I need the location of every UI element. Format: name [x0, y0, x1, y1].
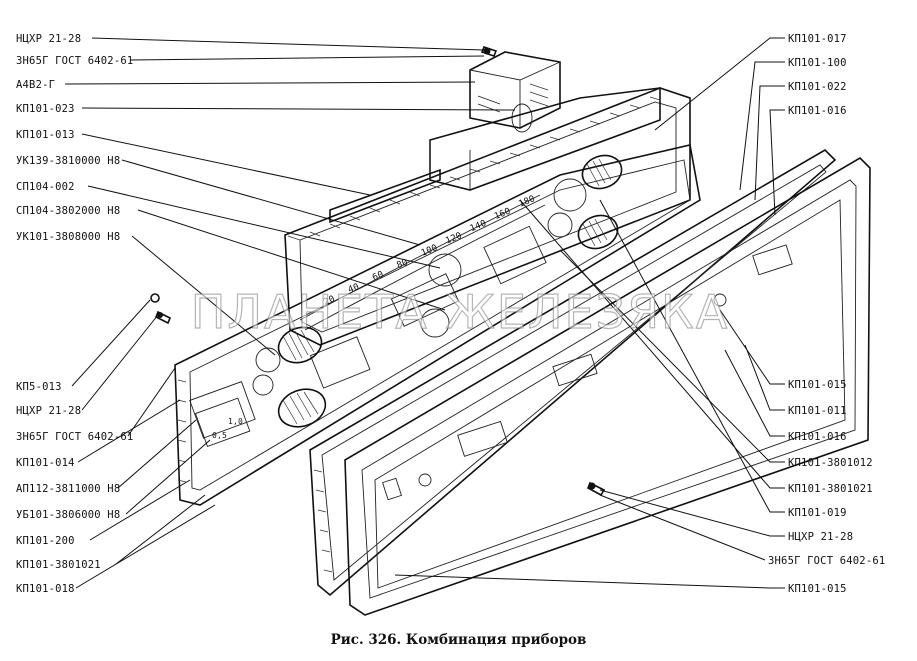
scale-number: 120 — [444, 231, 463, 247]
watermark-text: ПЛАНЕТА ЖЕЛЕЗЯКА — [190, 284, 730, 339]
part-label: СП104-002 — [16, 181, 75, 193]
part-label: КП101-017 — [788, 33, 847, 45]
scale-number: 20 — [322, 294, 336, 307]
part-label: КП101-3801021 — [788, 483, 873, 495]
knob — [277, 326, 323, 364]
part-label: ЗН65Г ГОСТ 6402-61 — [16, 55, 133, 67]
part-label: А4В2-Г — [16, 79, 55, 91]
part-label: УК101-3808000 Н8 — [16, 231, 120, 243]
part-label: КП101-3801012 — [788, 457, 873, 469]
part-label: КП101-022 — [788, 81, 847, 93]
middle-gasket — [309, 148, 837, 597]
left-labels: НЦХР 21-28 ЗН65Г ГОСТ 6402-61 А4В2-Г КП1… — [16, 33, 133, 595]
part-label: КП101-011 — [788, 405, 847, 417]
scale-number: 40 — [347, 282, 361, 295]
top-screw — [480, 46, 498, 57]
scale-number: 80 — [395, 258, 409, 271]
scale-number: 60 — [371, 270, 385, 283]
part-label: КП101-100 — [788, 57, 847, 69]
part-label: УБ101-3806000 Н8 — [16, 509, 120, 521]
part-label: КП101-200 — [16, 535, 75, 547]
part-label: КП101-016 — [788, 431, 847, 443]
part-label: КП5-013 — [16, 381, 62, 393]
part-label: НЦХР 21-28 — [788, 531, 853, 543]
scale-number: 140 — [469, 219, 488, 235]
upper-housing — [329, 87, 661, 224]
part-label: КП101-015 — [788, 583, 847, 595]
part-label: УК139-3810000 Н8 — [16, 155, 120, 167]
knob — [577, 214, 619, 250]
gauge-mark: 0,5 — [212, 431, 227, 440]
figure-caption: Рис. 326. Комбинация приборов — [330, 632, 587, 648]
part-label: НЦХР 21-28 — [16, 33, 81, 45]
leader-lines — [64, 37, 785, 589]
knurled-knobs — [277, 154, 623, 428]
part-label: СП104-3802000 Н8 — [16, 205, 120, 217]
knob — [277, 388, 327, 428]
main-panel — [174, 144, 701, 506]
part-label: КП101-013 — [16, 129, 75, 141]
part-label: КП101-015 — [788, 379, 847, 391]
gauge-marks: 0,5 1,0 — [212, 417, 243, 440]
part-label: КП101-018 — [16, 583, 75, 595]
right-screw — [586, 481, 606, 497]
part-label: КП101-019 — [788, 507, 847, 519]
part-label: ЗН65Г ГОСТ 6402-61 — [768, 555, 885, 567]
part-label: НЦХР 21-28 — [16, 405, 81, 417]
scale-number: 160 — [493, 206, 512, 222]
part-label: КП101-014 — [16, 457, 75, 469]
part-label: КП101-3801021 — [16, 559, 101, 571]
part-label: АП112-3811000 Н8 — [16, 483, 120, 495]
glass-frame — [344, 156, 871, 616]
part-label: КП101-016 — [788, 105, 847, 117]
right-labels: КП101-017 КП101-100 КП101-022 КП101-016 … — [768, 33, 885, 595]
left-screw — [150, 293, 172, 325]
knob — [581, 154, 623, 190]
gauge-mark: 1,0 — [228, 417, 243, 426]
part-label: ЗН65Г ГОСТ 6402-61 — [16, 431, 133, 443]
part-label: КП101-023 — [16, 103, 75, 115]
relay-box — [469, 51, 561, 133]
